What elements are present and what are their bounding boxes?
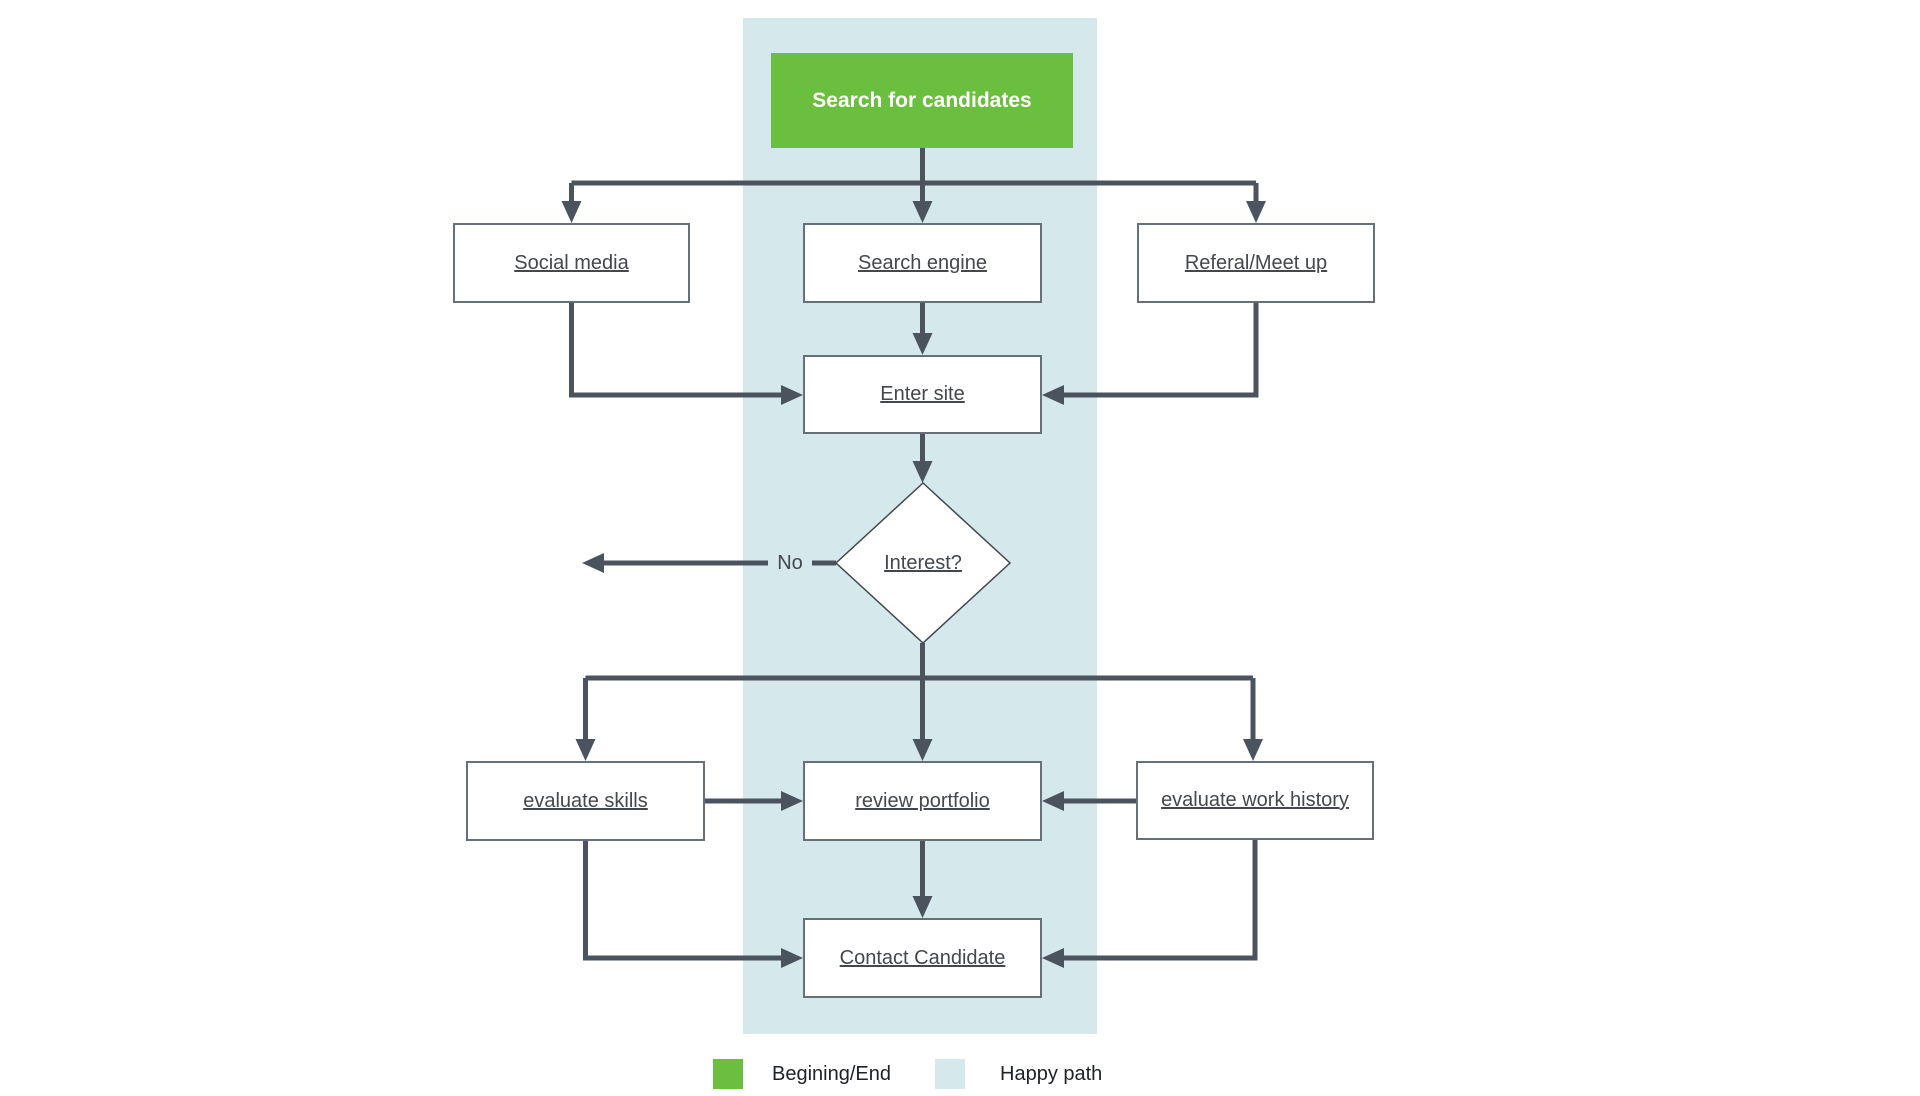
node-contact-candidate[interactable]: Contact Candidate: [803, 918, 1042, 998]
node-search-engine-label[interactable]: Search engine: [858, 251, 987, 274]
arrowhead-social-media: [561, 201, 582, 223]
legend-swatch-begin-end: [713, 1059, 743, 1089]
legend-item-begin-end-label: Begining/End: [772, 1059, 891, 1089]
happy-path-band: [743, 18, 1097, 1034]
node-enter-site[interactable]: Enter site: [803, 355, 1042, 434]
legend: Begining/End Happy path: [0, 1059, 1920, 1089]
node-evaluate-skills[interactable]: evaluate skills: [466, 761, 705, 841]
arrowhead-referral: [1246, 201, 1266, 223]
node-referral-meetup[interactable]: Referal/Meet up: [1137, 223, 1375, 303]
legend-happy-path-text: Happy path: [1000, 1062, 1103, 1085]
node-interest-decision[interactable]: Interest?: [846, 533, 1000, 593]
node-evaluate-skills-label[interactable]: evaluate skills: [523, 789, 648, 812]
node-search-for-candidates-label: Search for candidates: [812, 88, 1032, 112]
node-contact-candidate-label[interactable]: Contact Candidate: [839, 946, 1006, 969]
legend-item-happy-path-label: Happy path: [1000, 1059, 1102, 1089]
node-social-media-label[interactable]: Social media: [514, 251, 629, 274]
node-search-for-candidates[interactable]: Search for candidates: [771, 53, 1073, 148]
edge-label-no-text: No: [777, 551, 803, 574]
node-search-engine[interactable]: Search engine: [803, 223, 1042, 303]
legend-begin-end-text: Begining/End: [772, 1062, 891, 1085]
node-evaluate-work-history[interactable]: evaluate work history: [1136, 761, 1374, 840]
node-enter-site-label[interactable]: Enter site: [880, 383, 965, 405]
edge-label-no: No: [762, 549, 818, 577]
legend-swatch-happy-path: [935, 1059, 965, 1089]
node-social-media[interactable]: Social media: [453, 223, 690, 303]
arrowhead-no-exit: [582, 553, 604, 573]
arrowhead-evaluate-work-history: [1243, 739, 1263, 761]
arrowhead-evaluate-skills: [575, 739, 596, 761]
legend-item-begin-end: [713, 1059, 743, 1089]
node-evaluate-work-history-label[interactable]: evaluate work history: [1161, 789, 1349, 811]
node-referral-meetup-label[interactable]: Referal/Meet up: [1184, 251, 1328, 274]
node-review-portfolio-label[interactable]: review portfolio: [855, 789, 990, 812]
node-review-portfolio[interactable]: review portfolio: [803, 761, 1042, 841]
legend-item-happy-path: [935, 1059, 965, 1089]
node-interest-label[interactable]: Interest?: [884, 551, 962, 574]
